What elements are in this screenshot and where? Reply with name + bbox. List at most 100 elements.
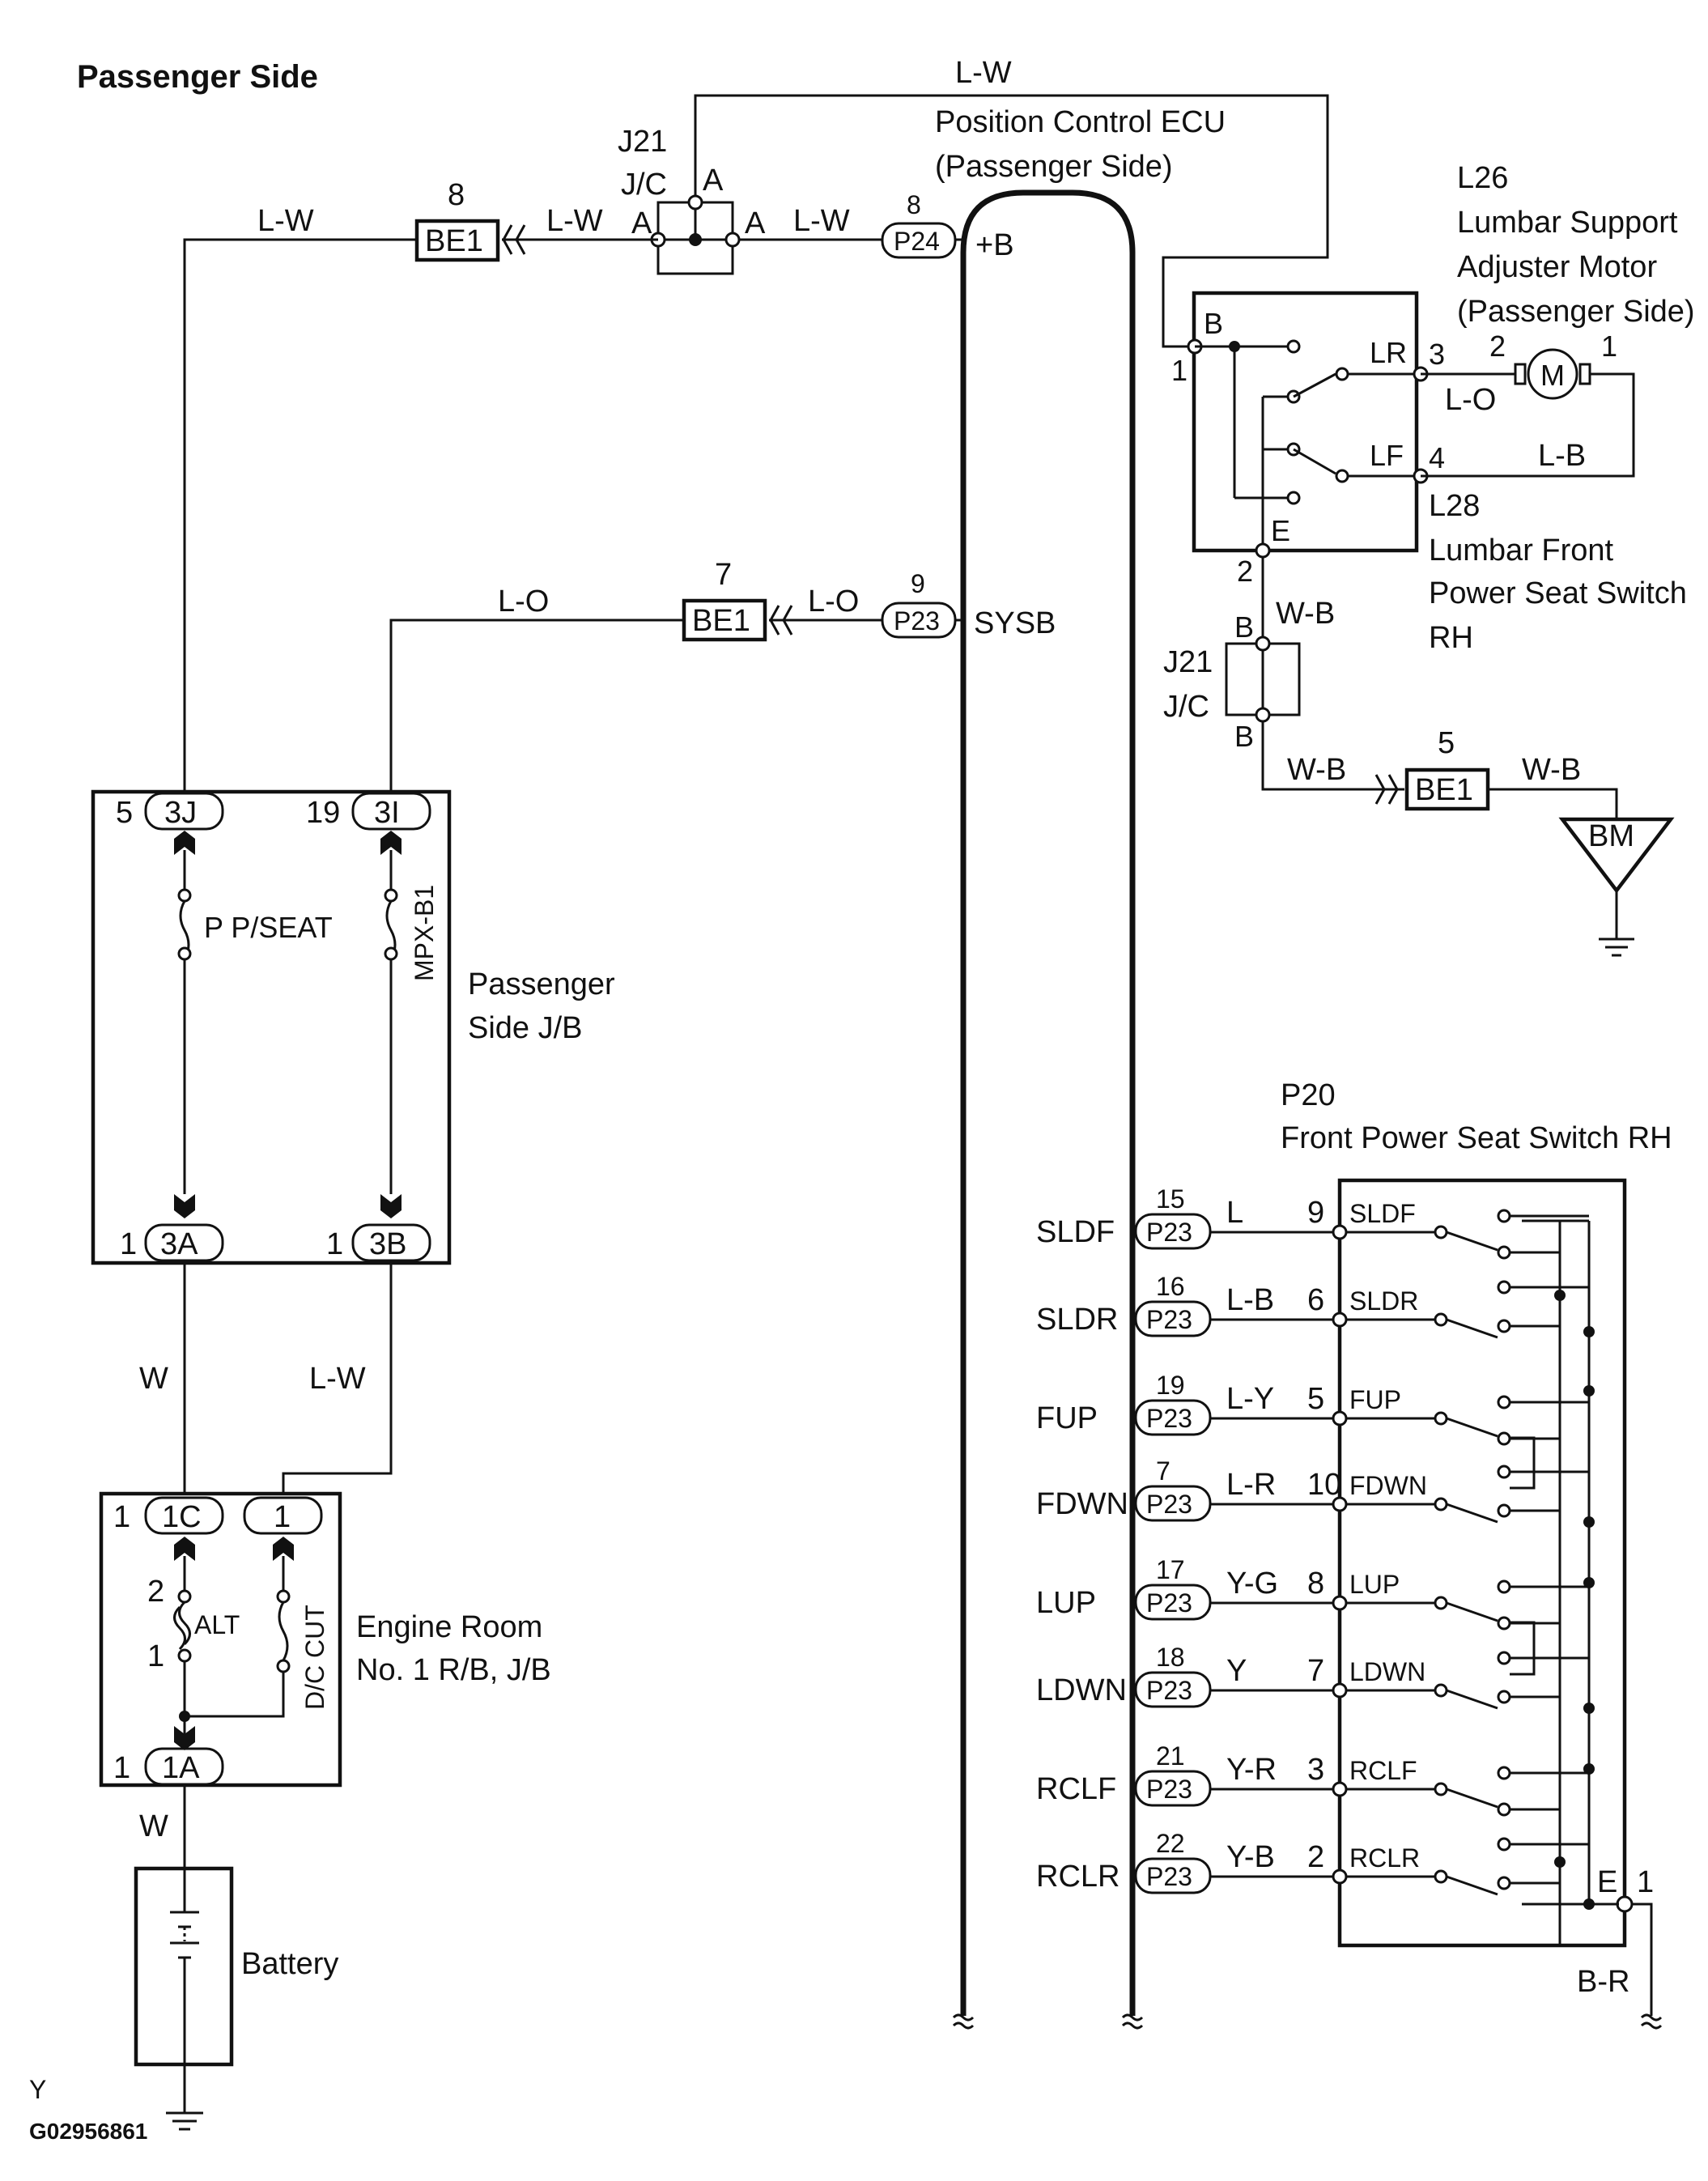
seat-term-label: RCLF [1349, 1756, 1417, 1785]
fuse-mpx-b1-label: MPX-B1 [410, 885, 439, 981]
rb-splice [179, 1711, 190, 1722]
conn-p23-label: P23 [1146, 1305, 1192, 1334]
rb-conn-1 [243, 1496, 323, 1535]
jb-conn-3j-pin: 5 [116, 796, 133, 830]
jb-conn-3i-label: 3I [374, 796, 400, 830]
rb-conn-1a-pin: 1 [113, 1751, 130, 1785]
lumbar-pin-e [1255, 542, 1271, 559]
conn-be1-top-pin: 8 [448, 178, 465, 212]
seat-term-label: SLDR [1349, 1286, 1418, 1316]
conn-be1-right-arrows [1374, 774, 1399, 805]
lumbar-motor-line2: Adjuster Motor [1457, 250, 1657, 284]
jb-conn-3j-label: 3J [164, 796, 197, 830]
conn-p23-pin: 18 [1156, 1643, 1185, 1672]
ecu-term-sldr: SLDR [1036, 1303, 1118, 1337]
conn-p23-sysb-label: P23 [894, 606, 940, 636]
lumbar-switch-line1: Lumbar Front [1429, 534, 1614, 568]
lumbar-switch-box [1192, 291, 1419, 553]
passenger-jb-name-line2: Side J/B [468, 1011, 583, 1045]
ecu-term-rclr: RCLR [1036, 1860, 1120, 1894]
lumbar-switch-lf [1293, 448, 1336, 475]
wire-lw-left [183, 238, 417, 793]
seat-switch-blade [1446, 1689, 1498, 1710]
rb-conn-1c-pin: 1 [113, 1500, 130, 1534]
engine-rb-name-line2: No. 1 R/B, J/B [356, 1653, 551, 1687]
fuse-alt-label: ALT [194, 1610, 240, 1639]
seat-pin: 2 [1307, 1840, 1324, 1874]
seat-pin: 10 [1307, 1468, 1341, 1502]
conn-p23-pin: 19 [1156, 1371, 1185, 1400]
jb-conn-3i [351, 792, 431, 831]
seat-pin: 8 [1307, 1567, 1324, 1601]
conn-p23-label: P23 [1146, 1404, 1192, 1433]
wire-label-lo-left: L-O [498, 585, 549, 619]
conn-p23-label: P23 [1146, 1588, 1192, 1618]
page-title: Passenger Side [77, 59, 318, 95]
rb-conn-1a [144, 1747, 224, 1786]
jb-conn-3b-label: 3B [369, 1227, 406, 1261]
seat-term-label: FUP [1349, 1385, 1401, 1414]
seat-switch-blade [1446, 1503, 1498, 1524]
motor-pin-left: 2 [1489, 329, 1506, 363]
ecu-term-sysb: SYSB [974, 606, 1056, 640]
wire-label: L [1226, 1196, 1243, 1230]
fuse-alt [173, 1601, 191, 1651]
battery-label: Battery [241, 1947, 338, 1981]
ecu-term-fup: FUP [1036, 1401, 1098, 1435]
jc-mid-id: J21 [1163, 645, 1213, 679]
rb-conn-1c [144, 1496, 224, 1535]
jb-conn-3a-label: 3A [160, 1227, 198, 1261]
ecu-term-rclf: RCLF [1036, 1772, 1116, 1806]
engine-rb-name-line1: Engine Room [356, 1610, 542, 1644]
wire-label-w-jb: W [139, 1362, 168, 1396]
wire-label: L-R [1226, 1468, 1276, 1502]
wire-label-w-batt: W [139, 1809, 168, 1843]
ecu-term-sldf: SLDF [1036, 1215, 1115, 1249]
wire-label: Y-R [1226, 1753, 1277, 1787]
wire-lw-jb [282, 1263, 393, 1495]
lup-ldwn-link [1510, 1621, 1536, 1676]
wire-label-lw-left: L-W [257, 204, 314, 238]
ecu-term-b: +B [975, 228, 1014, 262]
wire-label: Y-B [1226, 1840, 1275, 1874]
engine-rb-box [99, 1491, 342, 1788]
wire-wb-right [1488, 788, 1618, 819]
conn-be1-mid-arrows [769, 605, 793, 636]
jc-top-pin-a-right: A [745, 206, 766, 240]
motor-pin-right: 1 [1601, 329, 1617, 363]
fuse-alt-pin-bottom: 1 [147, 1639, 164, 1673]
passenger-jb-name-line1: Passenger [468, 967, 615, 1001]
jb-arrow-3j [174, 831, 195, 855]
jb-conn-3b-pin: 1 [326, 1227, 343, 1261]
conn-p23-pin: 16 [1156, 1272, 1185, 1301]
footer-code: Y [29, 2075, 46, 2104]
jb-arrow-3b [380, 1194, 402, 1218]
conn-be1-mid-label: BE1 [692, 604, 750, 638]
lumbar-pin1: 1 [1171, 354, 1188, 387]
seat-switch-pin-e [1616, 1895, 1634, 1913]
seat-terminal [1332, 1496, 1348, 1512]
ecu-name-line1: Position Control ECU [935, 105, 1226, 139]
conn-p23-label: P23 [1146, 1218, 1192, 1247]
seat-pin: 6 [1307, 1283, 1324, 1317]
lumbar-pin4: 4 [1429, 441, 1445, 474]
conn-be1-top-arrows [502, 224, 526, 255]
conn-p23-label: P23 [1146, 1775, 1192, 1804]
conn-p23-label: P23 [1146, 1862, 1192, 1891]
conn-p23-pin: 7 [1156, 1456, 1171, 1486]
conn-p23-pin: 21 [1156, 1741, 1185, 1771]
fuse-dc-cut-label: D/C CUT [300, 1605, 329, 1710]
jb-conn-3j [144, 792, 224, 831]
conn-p23-pin: 22 [1156, 1829, 1185, 1858]
wire-wb-mid [1261, 721, 1404, 791]
wire-label: Y-G [1226, 1567, 1278, 1601]
ground-bm-icon [1558, 817, 1675, 894]
jb-conn-3a-pin: 1 [120, 1227, 137, 1261]
lumbar-term-e: E [1271, 514, 1290, 547]
ground-bm-label: BM [1588, 819, 1634, 853]
jc-mid-pin-b-bottom: B [1234, 720, 1254, 753]
jb-conn-3a [144, 1223, 224, 1262]
rb-arrow-1c [174, 1537, 195, 1561]
conn-be1-top-label: BE1 [425, 224, 483, 258]
conn-be1-right-pin: 5 [1438, 726, 1455, 760]
